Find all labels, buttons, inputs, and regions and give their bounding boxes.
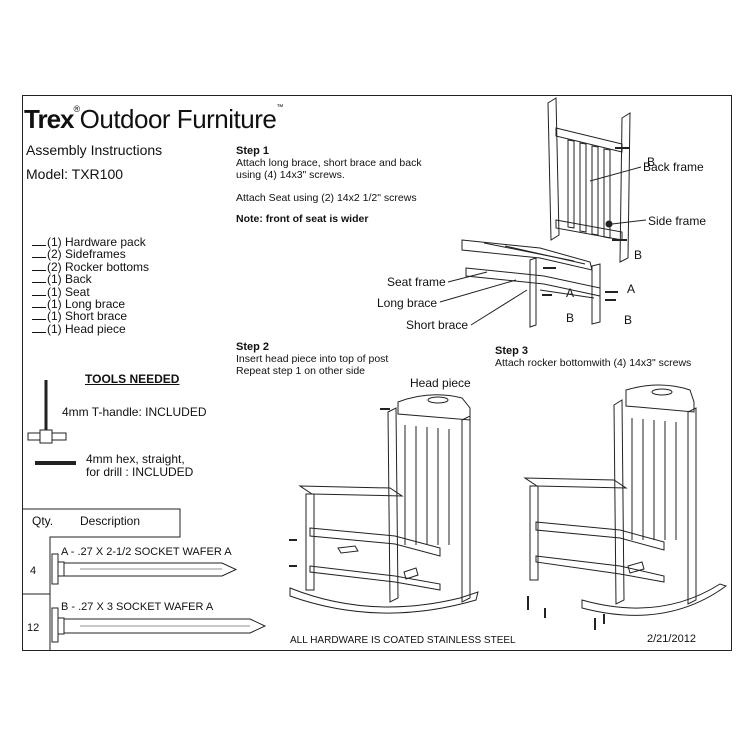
label-screw-b-bottom: B [566,311,575,325]
footer-hardware-note: ALL HARDWARE IS COATED STAINLESS STEEL [290,635,516,646]
parts-list-item: (1) Back [32,273,149,285]
parts-list-item: (1) Long brace [32,298,149,310]
table-header-description: Description [80,514,141,528]
step3-chair-diagram [523,384,728,630]
label-back-frame: Back frame [643,160,704,174]
step1-note: Note: front of seat is wider [236,213,369,225]
hardware-qty-b: 12 [27,622,40,634]
tool-t-handle-label: 4mm T-handle: INCLUDED [62,405,207,419]
parts-list-item: (2) Sideframes [32,248,149,261]
label-short-brace: Short brace [406,318,469,332]
tool-hex-label-line1: 4mm hex, straight, [86,452,185,466]
screw-b-icon [51,607,267,643]
parts-list: (1) Hardware pack (2) Sideframes (2) Roc… [32,236,149,335]
label-long-brace: Long brace [377,296,438,310]
tools-heading: TOOLS NEEDED [85,372,180,386]
label-seat-frame: Seat frame [387,275,446,289]
step1-line1: Attach long brace, short brace and back [236,157,422,169]
hardware-desc-a: A - .27 X 2-1/2 SOCKET WAFER A [61,546,232,558]
step2-chair-diagram [289,394,479,614]
step3-title: Step 3 [495,345,529,357]
doc-title: Assembly Instructions [26,142,163,158]
step2-line1: Insert head piece into top of post [236,353,389,365]
parts-list-item: (1) Short brace [32,310,149,323]
model-number: Model: TXR100 [26,166,124,182]
label-screw-b-right: B [634,248,643,262]
hardware-table-frame [22,508,181,651]
step3-line1: Attach rocker bottomwith (4) 14x3" screw… [495,357,692,369]
screw-a-icon [51,553,238,585]
step1-line3: Attach Seat using (2) 14x2 1/2" screws [236,192,417,204]
label-screw-b-bottom-right: B [624,313,633,327]
step1-chair-diagram [439,97,647,328]
step2-line2: Repeat step 1 on other side [236,365,366,377]
step1-line2: using (4) 14x3" screws. [236,169,345,181]
step2-title: Step 2 [236,341,270,353]
label-side-frame: Side frame [648,214,707,228]
label-screw-a-right: A [627,282,636,296]
tool-hex-label-line2: for drill : INCLUDED [86,465,194,479]
t-handle-tool-icon [27,380,67,444]
footer-date: 2/21/2012 [647,633,696,645]
step1-title: Step 1 [236,145,270,157]
hardware-desc-b: B - .27 X 3 SOCKET WAFER A [61,601,214,613]
label-head-piece: Head piece [410,376,471,390]
parts-list-item: (1) Seat [32,285,149,298]
table-header-qty: Qty. [32,514,54,528]
parts-list-item: (1) Head piece [32,323,149,335]
hardware-qty-a: 4 [30,565,37,577]
parts-list-item: (1) Hardware pack [32,236,149,248]
parts-list-item: (2) Rocker bottoms [32,261,149,273]
brand-logo: Trex®Outdoor Furniture™ [24,104,283,134]
label-screw-a-center: A [566,286,575,300]
instruction-sheet-border [22,95,732,651]
label-screw-b-top: B [647,155,656,169]
